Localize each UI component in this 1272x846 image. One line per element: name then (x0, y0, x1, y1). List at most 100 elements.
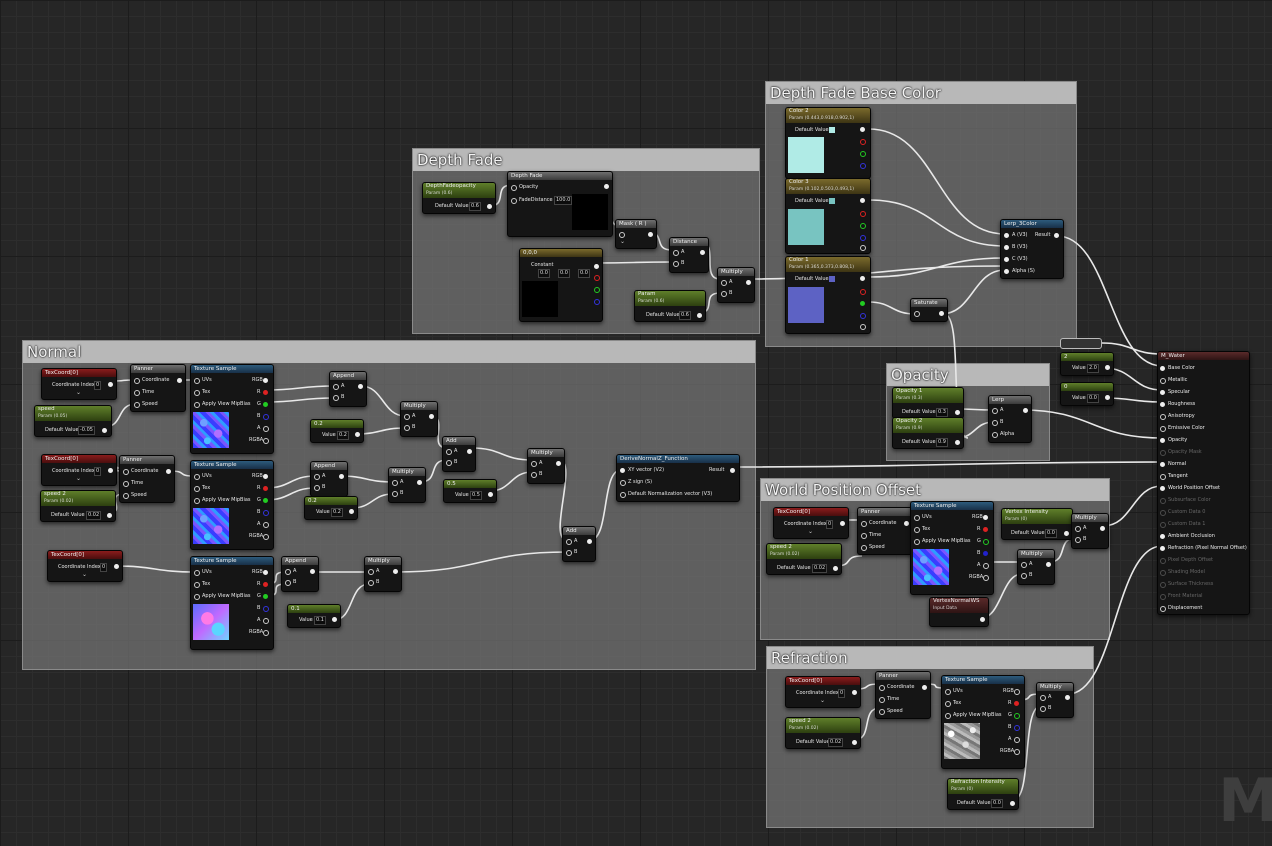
output-pin[interactable] (1065, 695, 1070, 700)
material-input-pin[interactable] (1160, 498, 1166, 504)
output-pin-g[interactable] (263, 402, 268, 407)
node-texture-sample[interactable]: Texture Sample UVs Tex Apply View MipBia… (910, 501, 994, 595)
output-pin-rgba[interactable] (1014, 749, 1020, 755)
output-pin[interactable] (1064, 531, 1069, 536)
node-texcoord[interactable]: TexCoord[0] Coordinate Index 0 ⌄ (41, 368, 117, 400)
input-pin[interactable] (123, 493, 129, 499)
output-pin-g[interactable] (860, 151, 866, 157)
input-pin[interactable] (914, 527, 920, 533)
input-pin[interactable] (914, 311, 920, 317)
input-pin[interactable] (992, 420, 998, 426)
value-field[interactable]: 0.02 (812, 564, 828, 573)
input-pin[interactable] (511, 198, 517, 204)
material-input-pin[interactable] (1160, 390, 1165, 395)
value-field[interactable]: 0 (826, 520, 834, 529)
material-input-pin[interactable] (1160, 522, 1166, 528)
chevron-down-icon[interactable]: ⌄ (76, 475, 82, 482)
input-pin[interactable] (566, 539, 572, 545)
output-pin[interactable] (114, 564, 119, 569)
output-pin-g[interactable] (1014, 713, 1020, 719)
material-input-pin[interactable] (1160, 426, 1166, 432)
input-pin[interactable] (333, 384, 339, 390)
material-input-pin[interactable] (1160, 438, 1165, 443)
node-depth-fade[interactable]: Depth Fade Opacity FadeDistance 100.0 (507, 171, 613, 237)
output-pin-rgb[interactable] (263, 378, 268, 383)
material-input-pin[interactable] (1160, 462, 1165, 467)
input-pin[interactable] (1075, 537, 1081, 543)
input-pin[interactable] (879, 709, 885, 715)
material-input-pin[interactable] (1160, 546, 1165, 551)
input-pin[interactable] (1004, 245, 1009, 250)
output-pin[interactable] (467, 449, 472, 454)
node-constant3[interactable]: 0,0,0 Constant 0.0 0.0 0.0 (519, 248, 603, 322)
output-pin-rgba[interactable] (263, 630, 269, 636)
input-pin[interactable] (619, 232, 625, 238)
input-pin[interactable] (368, 580, 374, 586)
output-pin[interactable] (417, 480, 422, 485)
input-pin[interactable] (879, 697, 885, 703)
node-scalar[interactable]: 0.2 Value 0.2 (304, 496, 358, 520)
output-pin[interactable] (1105, 365, 1110, 370)
output-pin[interactable] (1105, 395, 1110, 400)
output-pin[interactable] (604, 184, 609, 189)
output-pin[interactable] (108, 468, 113, 473)
output-pin-g[interactable] (594, 287, 600, 293)
output-pin[interactable] (1046, 562, 1051, 567)
node-multiply[interactable]: Multiply A B (717, 267, 755, 303)
output-pin[interactable] (955, 440, 960, 445)
node-scalar[interactable]: 0.1 Value 0.1 (287, 604, 341, 628)
output-pin-a[interactable] (263, 618, 269, 624)
input-pin[interactable] (404, 414, 410, 420)
input-pin[interactable] (1004, 233, 1009, 238)
output-pin[interactable] (310, 569, 315, 574)
input-pin[interactable] (511, 185, 517, 191)
output-pin-a[interactable] (983, 563, 989, 569)
value-field[interactable]: 0 (838, 689, 846, 698)
input-pin[interactable] (914, 515, 920, 521)
node-texture-sample[interactable]: Texture Sample UVs Tex Apply View MipBia… (190, 460, 274, 550)
value-field[interactable]: 0.0 (1045, 529, 1057, 538)
node-scalar-2[interactable]: 2 Value 2.0 (1060, 352, 1114, 376)
material-input-pin[interactable] (1160, 582, 1166, 588)
output-pin[interactable] (107, 513, 112, 518)
output-pin[interactable] (730, 468, 735, 473)
output-pin-rgb[interactable] (983, 515, 988, 520)
output-pin-b[interactable] (263, 510, 269, 516)
output-pin-rgb[interactable] (263, 570, 268, 575)
node-lerp-3color[interactable]: Lerp_3Color A (V3) B (V3) C (V3) Alpha (… (1000, 219, 1064, 279)
input-pin[interactable] (1021, 573, 1027, 579)
output-pin[interactable] (177, 378, 182, 383)
node-append[interactable]: Append A B (281, 556, 319, 592)
input-pin[interactable] (879, 685, 885, 691)
output-pin-rgba[interactable] (263, 438, 269, 444)
material-input-pin[interactable] (1160, 594, 1166, 600)
output-pin[interactable] (860, 198, 865, 203)
output-pin-a[interactable] (263, 522, 269, 528)
input-pin[interactable] (1040, 695, 1046, 701)
output-pin-a[interactable] (263, 426, 269, 432)
node-multiply[interactable]: Multiply A B (527, 448, 565, 484)
output-pin[interactable] (487, 204, 492, 209)
output-pin-b[interactable] (860, 235, 866, 241)
input-pin[interactable] (945, 689, 951, 695)
node-multiply[interactable]: Multiply A B (400, 401, 438, 437)
input-pin[interactable] (314, 474, 320, 480)
output-pin-a[interactable] (860, 324, 866, 330)
chevron-down-icon[interactable]: ⌄ (76, 389, 82, 396)
node-multiply[interactable]: Multiply A B (1017, 549, 1055, 585)
output-pin-rgba[interactable] (983, 575, 989, 581)
node-add[interactable]: Add A B (562, 526, 596, 562)
input-pin[interactable] (914, 539, 920, 545)
output-pin[interactable] (904, 521, 909, 526)
material-input-pin[interactable] (1160, 510, 1166, 516)
input-pin[interactable] (285, 569, 291, 575)
output-pin[interactable] (840, 521, 845, 526)
